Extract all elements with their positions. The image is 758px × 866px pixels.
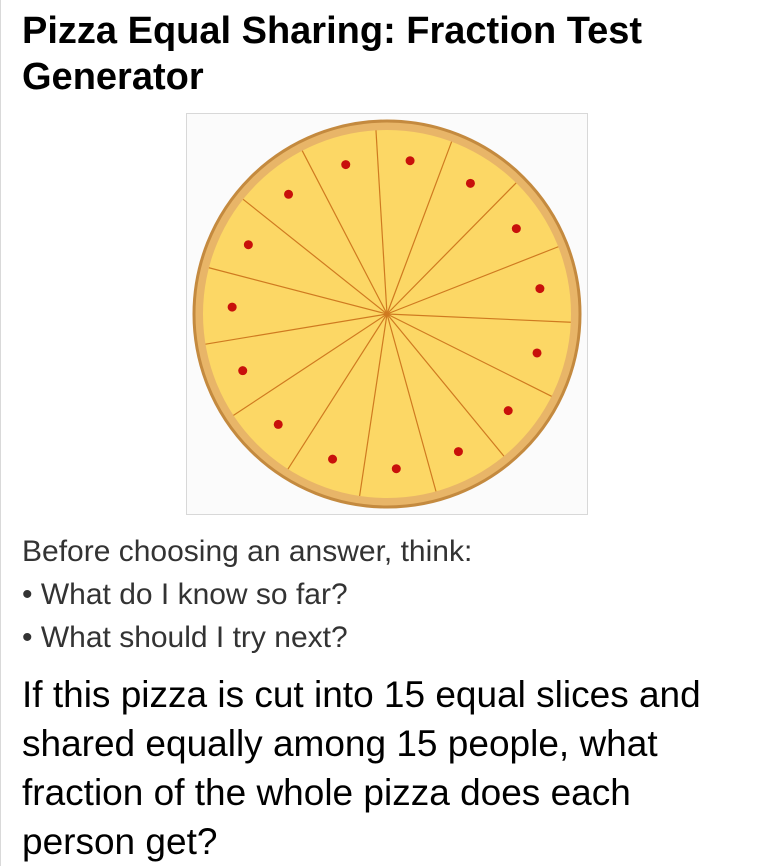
pizza-slice-cut: [301, 150, 388, 315]
page-title: Pizza Equal Sharing: Fraction Test Gener…: [22, 10, 643, 98]
reflection-prompt: Before choosing an answer, think: • What…: [22, 530, 742, 659]
pepperoni: [535, 284, 545, 294]
pizza-slice-cut: [386, 313, 552, 397]
pepperoni: [227, 302, 237, 312]
pizza-image-frame: [186, 113, 588, 515]
pizza-slice-cut: [233, 313, 388, 416]
pepperoni: [328, 454, 338, 464]
pepperoni: [405, 156, 415, 166]
pepperoni: [273, 419, 283, 429]
pizza-slice-cut: [386, 313, 571, 323]
pizza-slice-cut: [386, 182, 517, 315]
pepperoni: [511, 224, 521, 234]
pizza-slice-cut: [359, 313, 388, 497]
pepperoni: [243, 240, 253, 250]
pepperoni: [341, 160, 351, 170]
pizza-slice-cut: [208, 267, 388, 315]
prompt-bullet: • What do I know so far?: [22, 578, 348, 611]
pizza-illustration: [192, 119, 582, 509]
pizza-slice-cuts: [205, 130, 571, 497]
pepperoni: [503, 406, 513, 416]
pizza-slice-cut: [242, 198, 388, 315]
pizza-slice-cut: [386, 141, 453, 315]
pizza-pepperoni-group: [227, 156, 545, 474]
pepperoni: [465, 178, 475, 188]
pizza-slice-cut: [205, 313, 388, 345]
pepperoni: [238, 366, 248, 376]
pizza-slice-cut: [386, 246, 559, 315]
pepperoni: [453, 447, 463, 457]
pepperoni: [284, 189, 294, 199]
pizza-slice-cut: [287, 313, 388, 470]
pizza-slice-cut: [386, 313, 437, 492]
question-text: If this pizza is cut into 15 equal slice…: [22, 674, 701, 862]
pizza-slice-cut: [375, 130, 388, 315]
prompt-intro: Before choosing an answer, think:: [22, 535, 473, 568]
pizza-slice-cut: [386, 313, 505, 457]
pepperoni: [532, 348, 542, 358]
pepperoni: [391, 464, 401, 474]
prompt-bullet: • What should I try next?: [22, 621, 348, 654]
